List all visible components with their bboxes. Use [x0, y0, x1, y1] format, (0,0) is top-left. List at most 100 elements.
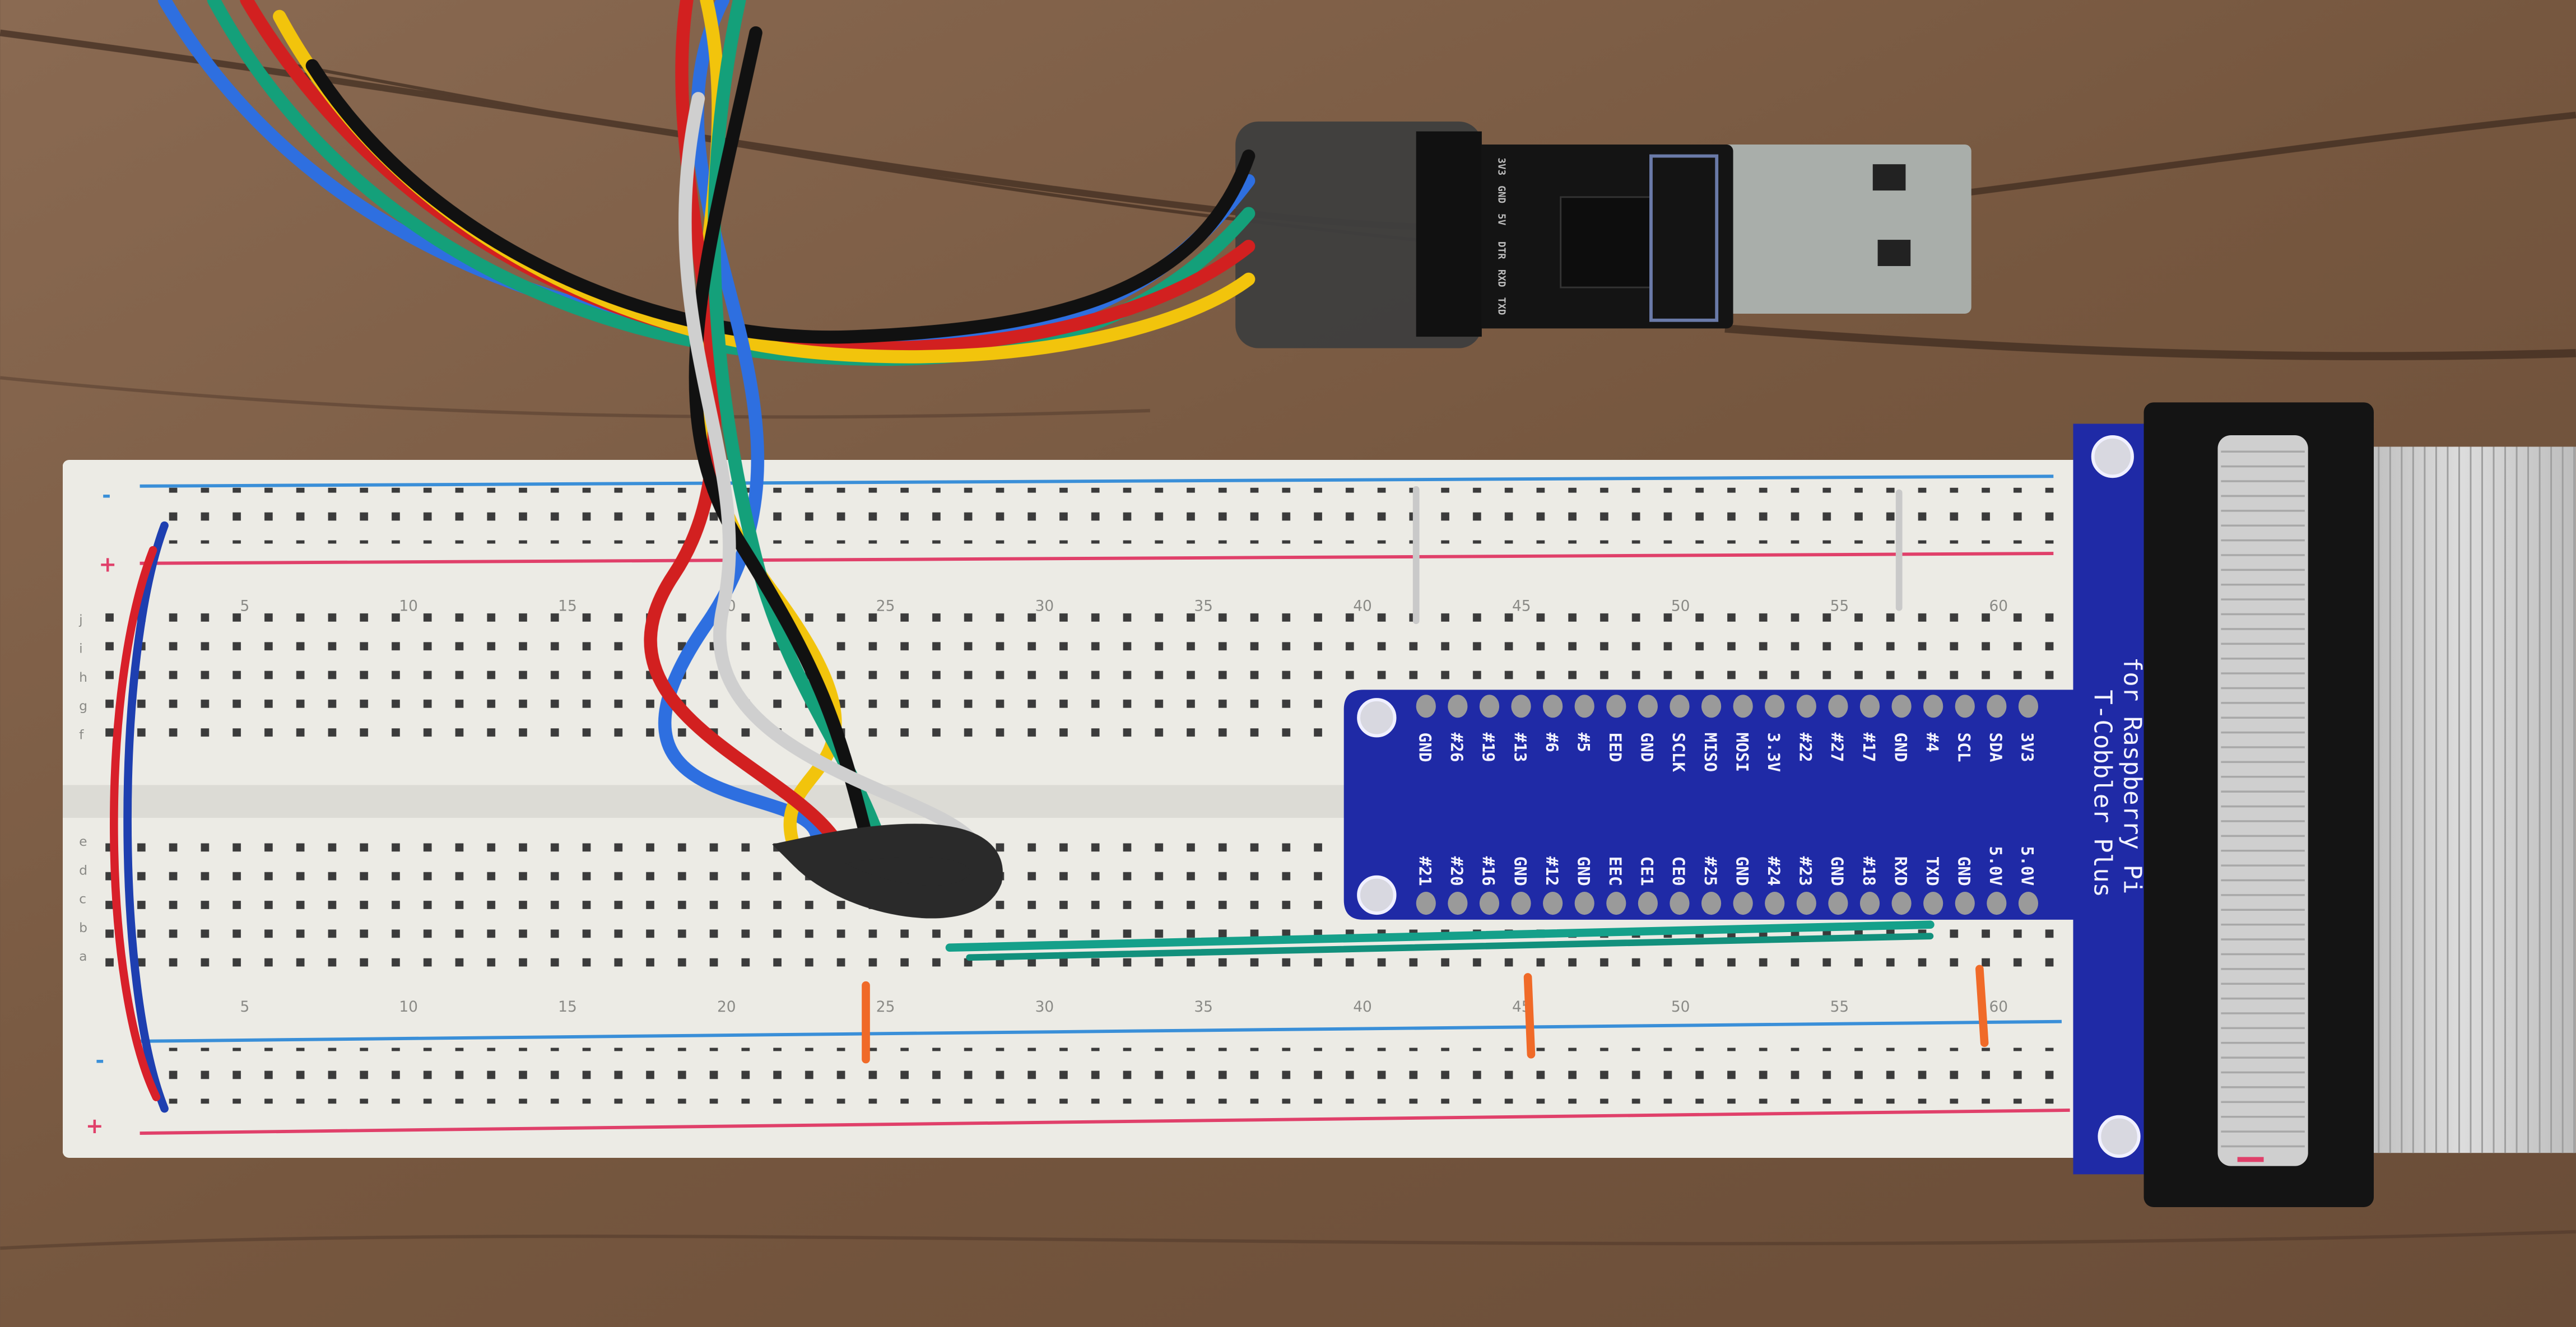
- top-red-rail-line: [140, 552, 2054, 565]
- header-pin: [1955, 892, 1975, 915]
- column-number-bottom: 5: [240, 999, 250, 1016]
- header-pin: [1987, 892, 2007, 915]
- jumper-wires: [110, 486, 1989, 1113]
- pin-label-bottom: CE1: [1638, 856, 1657, 886]
- header-pin: [2018, 892, 2039, 915]
- pin-label-bottom: #20: [1447, 856, 1466, 886]
- pin-label-bottom: GND: [1955, 856, 1974, 886]
- column-number-bottom: 60: [1989, 999, 2008, 1016]
- bottom-rail-holes: [164, 1047, 2070, 1104]
- row-letter: d: [79, 862, 87, 878]
- pin-label-top: #22: [1796, 733, 1815, 762]
- row-letter: h: [79, 669, 87, 685]
- column-number-bottom: 25: [876, 999, 895, 1016]
- header-pin: [1638, 892, 1658, 915]
- cobbler-title-line2: for Raspberry Pi: [2118, 657, 2146, 895]
- pin-label-bottom: #21: [1416, 856, 1435, 886]
- pin-label-top: GND: [1416, 733, 1435, 762]
- pin-label-bottom: CE0: [1669, 856, 1688, 886]
- pin-label-top: #6: [1542, 733, 1561, 752]
- top-blue-rail-line: [140, 474, 2054, 488]
- ribbon-cable: [2349, 446, 2576, 1153]
- header-pin: [1765, 695, 1785, 718]
- row-letter: b: [79, 920, 87, 935]
- pin-label-bottom: EEC: [1606, 856, 1625, 886]
- header-pin: [1701, 892, 1722, 915]
- top-minus-label: -: [102, 483, 111, 507]
- row-letter: j: [78, 612, 83, 627]
- header-pin: [1638, 695, 1658, 718]
- column-number-top: 5: [240, 598, 250, 615]
- column-number-top: 50: [1671, 598, 1690, 615]
- pin-label-top: GND: [1891, 733, 1910, 762]
- header-pin: [1796, 695, 1816, 718]
- bottom-red-rail-line: [140, 1109, 2070, 1135]
- column-number-top: 55: [1830, 598, 1849, 615]
- header-pin: [1574, 892, 1594, 915]
- pin-label-bottom: #25: [1701, 856, 1720, 886]
- header-pin: [1479, 892, 1500, 915]
- header-pin: [1448, 695, 1468, 718]
- usb-pin-label: 3V3: [1495, 157, 1506, 175]
- column-number-bottom: 55: [1830, 999, 1849, 1016]
- pin-label-top: MISO: [1701, 733, 1720, 772]
- pin-label-top: SDA: [1986, 733, 2005, 762]
- header-pin: [1511, 892, 1531, 915]
- top-rail-holes: [164, 487, 2070, 544]
- column-number-top: 60: [1989, 598, 2008, 615]
- column-number-bottom: 50: [1671, 999, 1690, 1016]
- cobbler-title-line1: T-Cobbler Plus: [2089, 690, 2117, 897]
- idc-ribbon-connector: [2143, 402, 2374, 1207]
- bottom-plus-label: +: [86, 1114, 104, 1138]
- header-pin: [1416, 892, 1436, 915]
- pin-label-top: 3.3V: [1764, 733, 1783, 772]
- column-number-top: 25: [876, 598, 895, 615]
- pin-label-bottom: #16: [1479, 856, 1498, 886]
- header-pin: [1670, 892, 1690, 915]
- pin-label-bottom: 5.0V: [1986, 846, 2005, 886]
- header-pin: [1543, 892, 1563, 915]
- header-pin: [1701, 695, 1722, 718]
- header-pin: [1923, 695, 1943, 718]
- pin-label-bottom: GND: [1828, 856, 1847, 886]
- pin-label-bottom: RXD: [1891, 856, 1910, 886]
- header-pin: [1891, 695, 1912, 718]
- pin-label-bottom: #23: [1796, 856, 1815, 886]
- header-pin: [1923, 892, 1943, 915]
- column-number-bottom: 35: [1194, 999, 1213, 1016]
- usb-pin-label: RXD: [1495, 269, 1506, 287]
- pin-label-bottom: #12: [1542, 856, 1561, 886]
- header-pin: [1859, 695, 1880, 718]
- header-pin: [1416, 695, 1436, 718]
- pin-label-top: MOSI: [1732, 733, 1751, 772]
- top-plus-label: +: [99, 552, 117, 576]
- header-pin: [1574, 695, 1594, 718]
- pin-label-top: #19: [1479, 733, 1498, 762]
- header-pin: [1828, 892, 1848, 915]
- row-letter: e: [79, 834, 87, 849]
- pin-label-bottom: GND: [1732, 856, 1751, 886]
- header-pin: [1987, 695, 2007, 718]
- column-number-bottom: 30: [1035, 999, 1054, 1016]
- column-number-top: 45: [1512, 598, 1531, 615]
- usb-pin-label: DTR: [1495, 241, 1506, 259]
- pin-label-top: 3V3: [2018, 733, 2037, 762]
- column-number-top: 30: [1035, 598, 1054, 615]
- pin-label-top: EED: [1606, 733, 1625, 762]
- column-number-bottom: 40: [1353, 999, 1372, 1016]
- usb-pin-label: 5V: [1495, 213, 1506, 226]
- pin-label-top: #5: [1574, 733, 1593, 752]
- header-pin: [1796, 892, 1816, 915]
- cable-bundle: [157, 0, 1256, 919]
- pin-label-top: #13: [1510, 733, 1529, 762]
- header-pin: [1448, 892, 1468, 915]
- header-pin: [1606, 695, 1626, 718]
- usb-pin-label: GND: [1495, 185, 1506, 203]
- pin-label-bottom: GND: [1510, 856, 1529, 886]
- column-number-bottom: 20: [717, 999, 736, 1016]
- row-letter: c: [79, 891, 86, 907]
